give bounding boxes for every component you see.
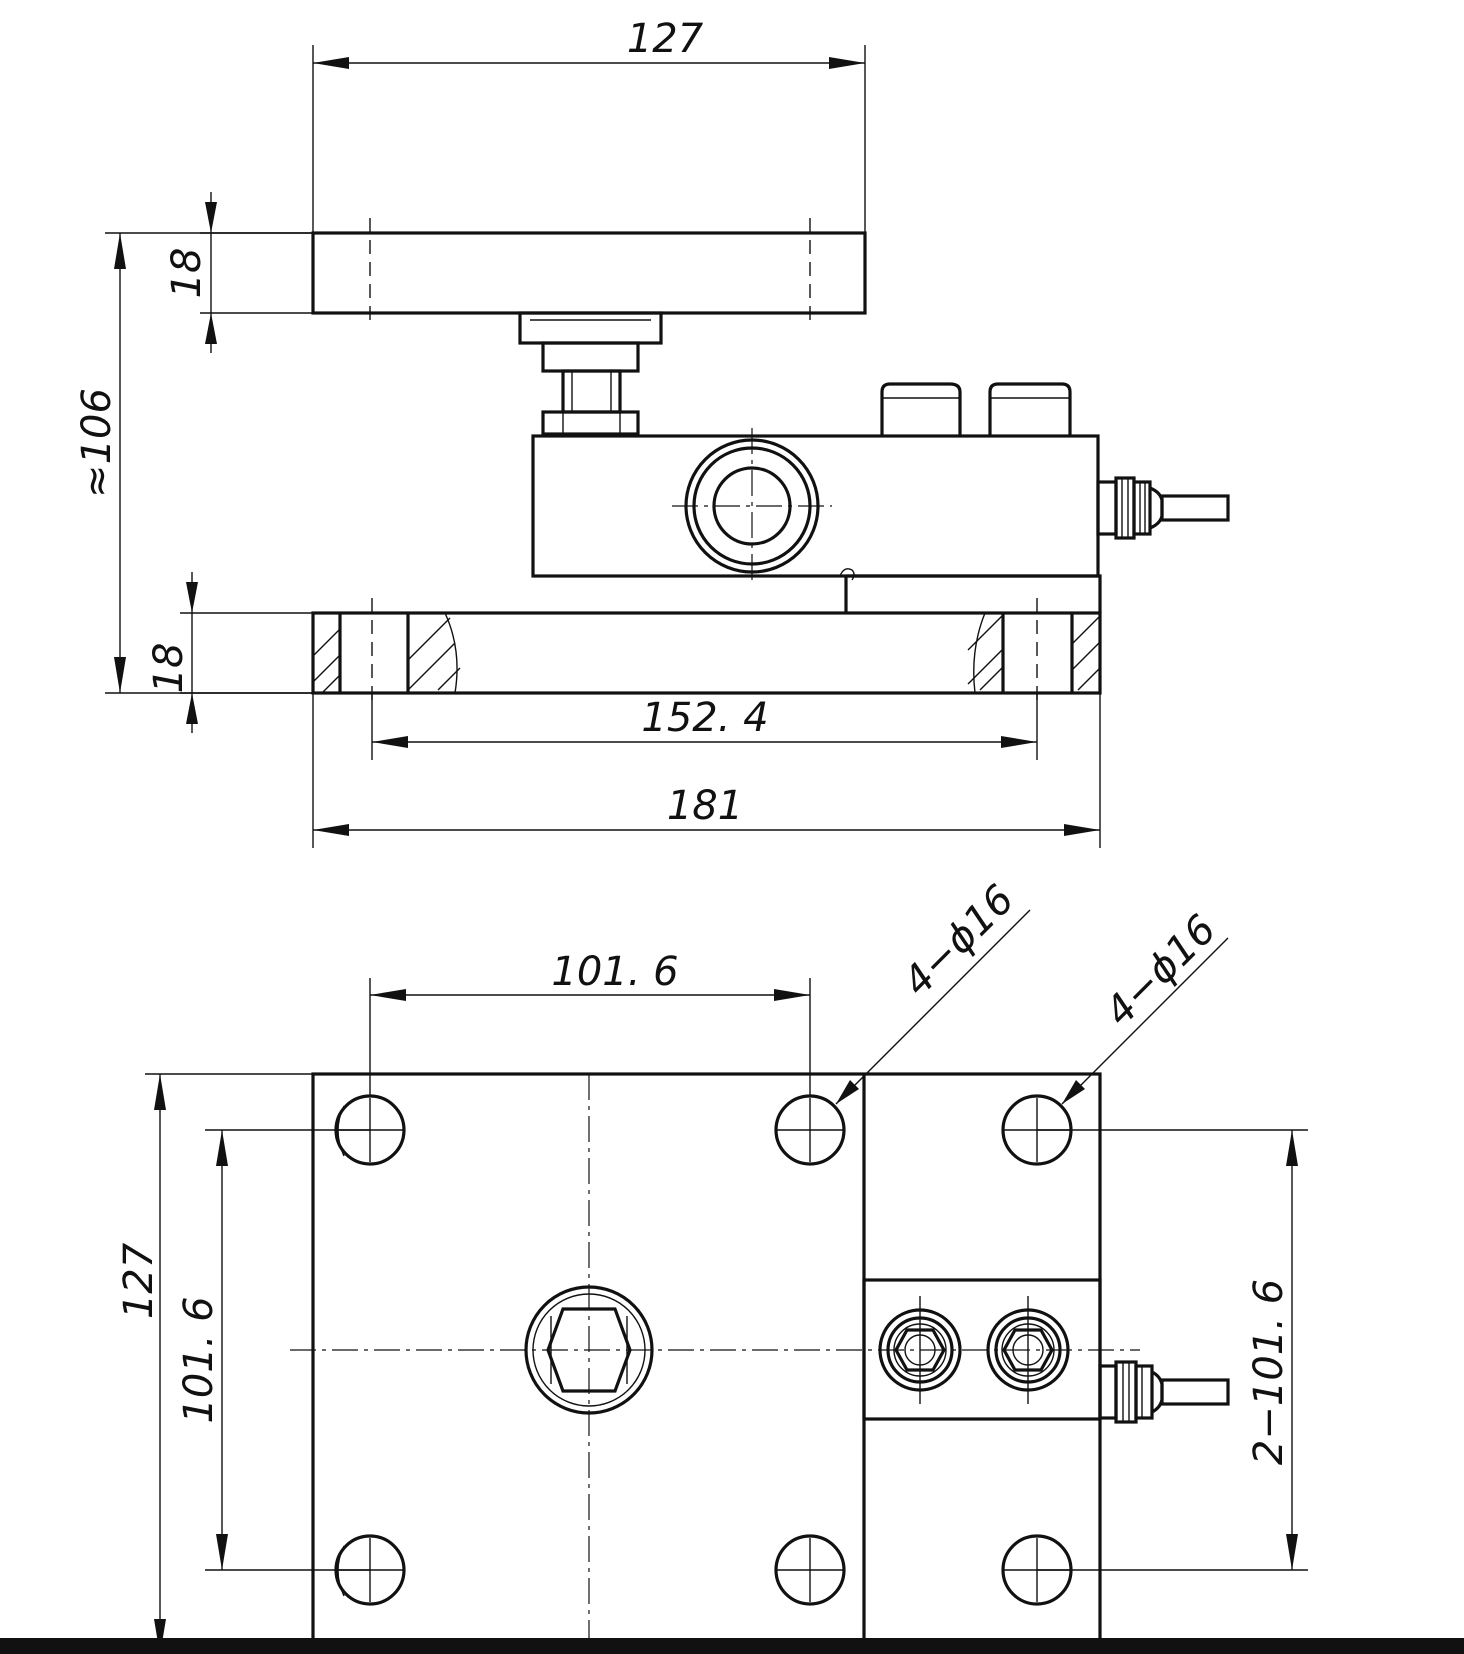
bottom-border	[0, 1638, 1464, 1654]
cable-gland-plan	[1098, 1360, 1230, 1424]
dim-top-plate-thickness	[200, 192, 313, 353]
connector-plan-left	[878, 1296, 962, 1404]
load-stud	[518, 311, 663, 436]
dim-plan-hole-spacing-x	[369, 978, 811, 1096]
dim-label-top-plate-length: 127	[627, 16, 704, 62]
base-plate-side	[311, 598, 1102, 708]
side-view: 127 18 ≈106 18	[74, 16, 1230, 848]
load-cell-plan	[862, 1278, 1102, 1421]
dim-plan-overall-width	[145, 1073, 313, 1654]
dim-label-plan-hole-spacing-y: 101. 6	[176, 1296, 222, 1423]
plan-view: 101. 6 4−ϕ16 4−ϕ16 127 101.	[116, 876, 1308, 1654]
dim-label-plan-overall-width: 127	[116, 1242, 162, 1319]
cable-gland-side	[1096, 476, 1230, 540]
dim-label-base-plate-thickness: 18	[146, 643, 192, 694]
dim-base-plate-thickness	[180, 572, 313, 733]
dim-label-overall-length: 181	[667, 783, 743, 829]
dim-label-top-plate-thickness: 18	[164, 248, 210, 299]
dim-label-hole-callout-1: 4−ϕ16	[894, 876, 1023, 1005]
hole-callout-leader-2	[1061, 937, 1229, 1105]
dim-label-hole-callout-2: 4−ϕ16	[1096, 906, 1225, 1035]
dim-label-hole-spacing: 152. 4	[641, 695, 768, 741]
dim-label-overall-height: ≈106	[74, 388, 120, 498]
dim-top-plate-length	[312, 45, 866, 233]
dim-label-plan-hole-spacing-x: 101. 6	[551, 949, 678, 995]
top-plate	[311, 231, 867, 315]
mounting-hole-bottom-middle	[774, 1534, 846, 1606]
base-plate-plan	[311, 1072, 1102, 1654]
center-hex-nut	[524, 1285, 654, 1415]
dim-plan-hole-spacing-y-right	[1037, 1129, 1308, 1571]
mounting-hole-top-middle	[774, 1094, 846, 1166]
connector-plan-right	[986, 1296, 1070, 1404]
connector-blocks	[880, 382, 1072, 436]
dim-overall-length	[312, 693, 1101, 848]
dim-overall-height	[105, 232, 313, 694]
dim-plan-hole-spacing-y	[205, 1129, 370, 1571]
dim-label-plan-hole-spacing-y-right: 2−101. 6	[1246, 1279, 1292, 1465]
hole-callout-leader-1	[835, 909, 1031, 1105]
riser-block	[844, 574, 1102, 613]
dim-hole-spacing	[371, 693, 1038, 760]
load-cell-body	[531, 428, 1100, 584]
